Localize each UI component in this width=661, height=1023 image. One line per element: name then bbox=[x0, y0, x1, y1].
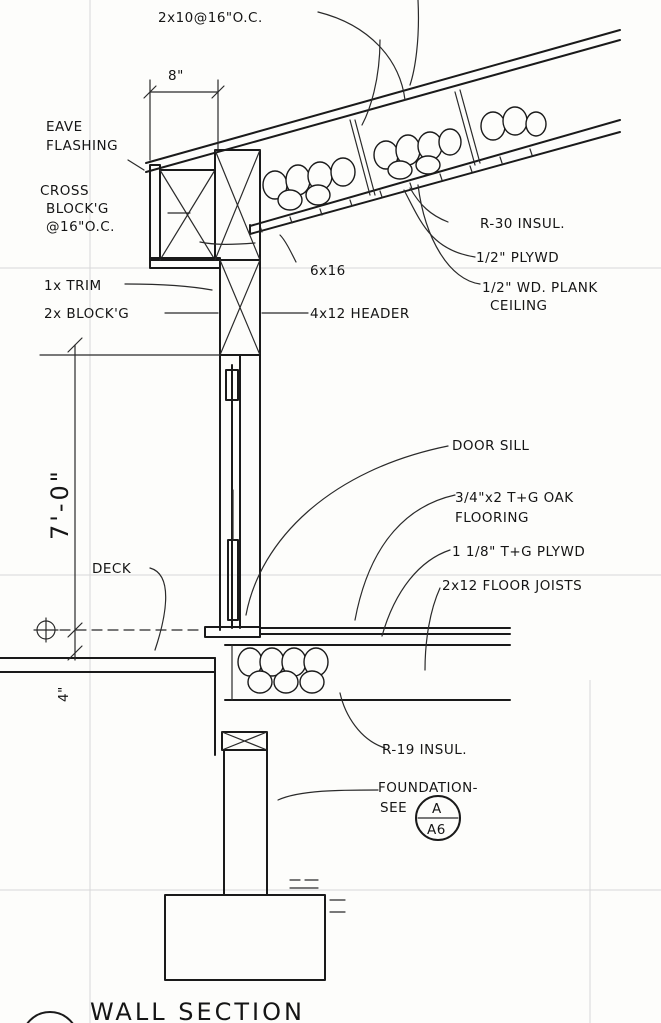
floor-joists-label: 2x12 FLOOR JOISTS bbox=[442, 578, 582, 594]
roof-assembly bbox=[145, 29, 621, 235]
oak-flooring-label-2: FLOORING bbox=[455, 510, 529, 526]
foundation-label-2: SEE bbox=[380, 800, 407, 816]
eave-width-label: 8" bbox=[168, 68, 184, 84]
door-sill-label: DOOR SILL bbox=[452, 438, 529, 454]
eave-flashing-label-2: FLASHING bbox=[46, 138, 118, 154]
subfloor-label: 1 1/8" T+G PLYWD bbox=[452, 544, 585, 560]
leader-lines bbox=[124, 0, 481, 801]
foundation-label-1: FOUNDATION- bbox=[378, 780, 478, 796]
cross-blocking-label-2: BLOCK'G bbox=[46, 201, 109, 217]
title-bubble bbox=[26, 1011, 74, 1023]
plank-ceiling-label-2: CEILING bbox=[490, 298, 548, 314]
cross-blocking-label-3: @16"O.C. bbox=[46, 219, 115, 235]
r30-insulation-label: R-30 INSUL. bbox=[480, 216, 565, 232]
deck-and-foundation bbox=[0, 657, 346, 981]
roof-plywood-label: 1/2" PLYWD bbox=[476, 250, 559, 266]
trim-label: 1x TRIM bbox=[44, 278, 102, 294]
eave-flashing-label-1: EAVE bbox=[46, 119, 83, 135]
deck-label: DECK bbox=[92, 561, 132, 577]
rafters-label: 2x10@16"O.C. bbox=[158, 10, 263, 26]
foundation-detail-reference bbox=[415, 795, 461, 841]
cross-blocking-label-1: CROSS bbox=[40, 183, 89, 199]
blocking-label: 2x BLOCK'G bbox=[44, 306, 129, 322]
plank-ceiling-label-1: 1/2" WD. PLANK bbox=[482, 280, 598, 296]
wall-and-door bbox=[219, 354, 261, 631]
door-height-dimension bbox=[33, 337, 221, 661]
detail-ref-sheet: A6 bbox=[427, 822, 446, 838]
r19-insulation-label: R-19 INSUL. bbox=[382, 742, 467, 758]
header-label: 4x12 HEADER bbox=[310, 306, 410, 322]
ledger-label: 6x16 bbox=[310, 263, 346, 279]
drawing-title: WALL SECTION bbox=[90, 998, 305, 1023]
detail-ref-letter: A bbox=[432, 801, 442, 817]
eave-and-header bbox=[143, 79, 261, 356]
floor-assembly bbox=[204, 626, 511, 701]
step-height-label: 4" bbox=[56, 686, 72, 702]
oak-flooring-label-1: 3/4"x2 T+G OAK bbox=[455, 490, 574, 506]
door-height-label: 7'-0" bbox=[46, 468, 74, 540]
roof-insulation bbox=[262, 106, 547, 211]
